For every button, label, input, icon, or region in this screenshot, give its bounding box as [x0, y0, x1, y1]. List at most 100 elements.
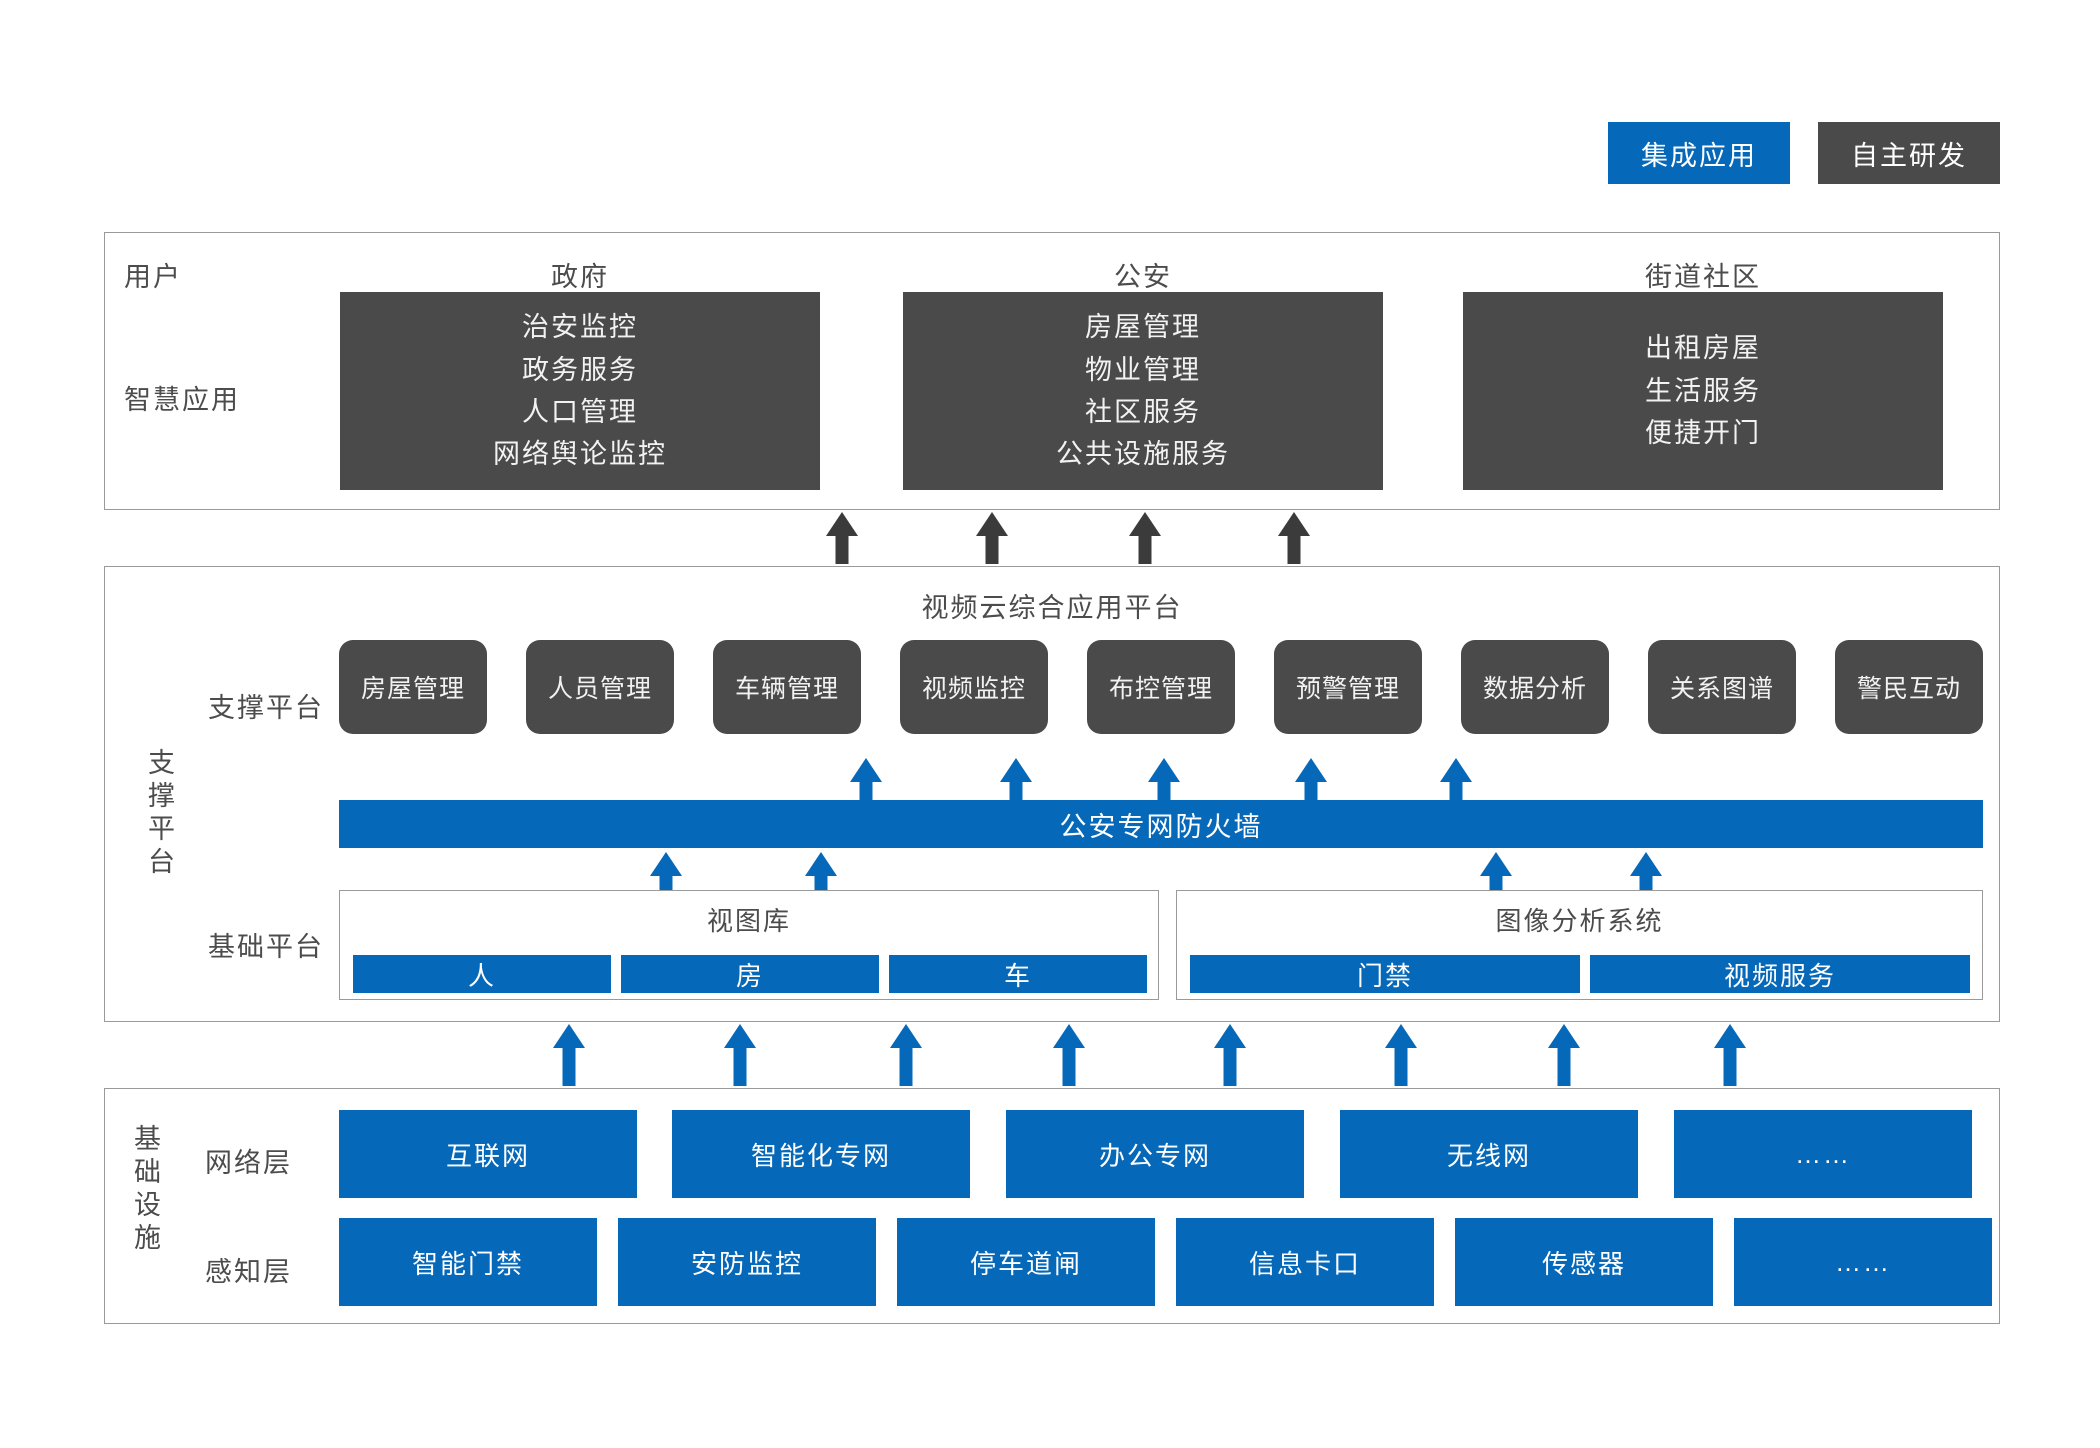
arrow-head-icon — [890, 1024, 922, 1048]
sense-item-5[interactable]: …… — [1734, 1218, 1992, 1306]
legend-integrated-app: 集成应用 — [1608, 122, 1790, 184]
network-item-4[interactable]: …… — [1674, 1110, 1972, 1198]
platform-module-1[interactable]: 人员管理 — [526, 640, 674, 734]
view-library-item-label-0: 人 — [467, 960, 496, 991]
platform-module-5[interactable]: 预警管理 — [1274, 640, 1422, 734]
network-item-1[interactable]: 智能化专网 — [672, 1110, 970, 1198]
platform-module-8[interactable]: 警民互动 — [1835, 640, 1983, 734]
sense-item-4[interactable]: 传感器 — [1455, 1218, 1713, 1306]
platform-module-label-6: 数据分析 — [1482, 675, 1587, 703]
arrow-head-icon — [1000, 758, 1032, 782]
arrow-head-icon — [650, 852, 682, 876]
app-item-government-1: 政务服务 — [522, 354, 638, 385]
row-label-support-platform: 支撑平台 — [208, 693, 324, 723]
firewall-bar[interactable]: 公安专网防火墙 — [339, 800, 1983, 848]
sense-item-label-0: 智能门禁 — [411, 1248, 524, 1279]
arrow-platform-to-app-3 — [1129, 512, 1161, 564]
arrow-shaft — [1062, 1046, 1076, 1086]
row-label-base-platform: 基础平台 — [208, 932, 324, 962]
view-library-item-0[interactable]: 人 — [353, 955, 611, 993]
arrow-shaft — [1723, 1046, 1737, 1086]
platform-module-label-2: 车辆管理 — [734, 675, 839, 703]
arrow-platform-to-app-4 — [1278, 512, 1310, 564]
view-library-item-1[interactable]: 房 — [621, 955, 879, 993]
arrow-infra-to-platform-4 — [1053, 1024, 1085, 1086]
side-label-infrastructure: 基础设施 — [130, 1124, 160, 1256]
app-box-community[interactable]: 出租房屋 生活服务 便捷开门 — [1463, 292, 1943, 490]
app-item-community-2: 便捷开门 — [1645, 418, 1761, 449]
app-item-community-1: 生活服务 — [1645, 375, 1761, 406]
arrow-head-icon — [1440, 758, 1472, 782]
arrow-shaft — [835, 534, 849, 564]
row-label-network-layer: 网络层 — [205, 1148, 292, 1178]
app-box-government[interactable]: 治安监控 政务服务 人口管理 网络舆论监控 — [340, 292, 820, 490]
image-analysis-item-1[interactable]: 视频服务 — [1590, 955, 1970, 993]
side-label-support-platform: 支撑平台 — [144, 748, 174, 880]
network-item-label-2: 办公专网 — [1098, 1140, 1211, 1171]
app-item-government-0: 治安监控 — [522, 312, 638, 343]
network-item-3[interactable]: 无线网 — [1340, 1110, 1638, 1198]
app-item-community-0: 出租房屋 — [1645, 333, 1761, 364]
arrow-head-icon — [805, 852, 837, 876]
arrow-infra-to-platform-6 — [1385, 1024, 1417, 1086]
arrow-head-icon — [724, 1024, 756, 1048]
sense-item-3[interactable]: 信息卡口 — [1176, 1218, 1434, 1306]
platform-module-label-8: 警民互动 — [1856, 675, 1961, 703]
arrow-infra-to-platform-2 — [724, 1024, 756, 1086]
network-item-label-0: 互联网 — [445, 1140, 530, 1171]
arrow-shaft — [899, 1046, 913, 1086]
arrow-shaft — [1557, 1046, 1571, 1086]
sense-item-2[interactable]: 停车道闸 — [897, 1218, 1155, 1306]
legend-self-developed-label: 自主研发 — [1851, 140, 1967, 171]
row-label-smart-app: 智慧应用 — [124, 385, 240, 415]
app-column-title-community: 街道社区 — [1645, 262, 1761, 292]
image-analysis-item-0[interactable]: 门禁 — [1190, 955, 1580, 993]
platform-module-3[interactable]: 视频监控 — [900, 640, 1048, 734]
sense-item-label-3: 信息卡口 — [1248, 1248, 1361, 1279]
view-library-item-2[interactable]: 车 — [889, 955, 1147, 993]
app-item-government-3: 网络舆论监控 — [493, 439, 667, 470]
arrow-head-icon — [826, 512, 858, 536]
app-item-police-3: 公共设施服务 — [1056, 439, 1230, 470]
arrow-head-icon — [1129, 512, 1161, 536]
arrow-head-icon — [850, 758, 882, 782]
row-label-user: 用户 — [124, 262, 182, 292]
arrow-head-icon — [976, 512, 1008, 536]
network-item-label-4: …… — [1795, 1138, 1851, 1169]
arrow-head-icon — [1548, 1024, 1580, 1048]
image-analysis-item-label-1: 视频服务 — [1723, 960, 1836, 991]
app-column-title-government: 政府 — [551, 262, 609, 292]
arrow-firewall-to-module-5 — [1440, 758, 1472, 808]
platform-module-label-0: 房屋管理 — [360, 675, 465, 703]
platform-module-label-5: 预警管理 — [1295, 675, 1400, 703]
platform-module-label-7: 关系图谱 — [1669, 675, 1774, 703]
app-box-police[interactable]: 房屋管理 物业管理 社区服务 公共设施服务 — [903, 292, 1383, 490]
arrow-infra-to-platform-7 — [1548, 1024, 1580, 1086]
legend: 集成应用 自主研发 — [1608, 122, 2000, 184]
arrow-head-icon — [1295, 758, 1327, 782]
arrow-shaft — [1287, 534, 1301, 564]
network-item-label-1: 智能化专网 — [750, 1140, 891, 1171]
arrow-shaft — [1394, 1046, 1408, 1086]
arrow-firewall-to-module-3 — [1148, 758, 1180, 808]
network-item-2[interactable]: 办公专网 — [1006, 1110, 1304, 1198]
platform-module-2[interactable]: 车辆管理 — [713, 640, 861, 734]
sense-item-1[interactable]: 安防监控 — [618, 1218, 876, 1306]
arrow-shaft — [562, 1046, 576, 1086]
app-column-title-police: 公安 — [1114, 262, 1172, 292]
app-item-police-1: 物业管理 — [1085, 354, 1201, 385]
platform-module-0[interactable]: 房屋管理 — [339, 640, 487, 734]
arrow-shaft — [1223, 1046, 1237, 1086]
subpanel-title-view-library: 视图库 — [706, 906, 791, 936]
sense-item-label-2: 停车道闸 — [969, 1248, 1082, 1279]
network-item-0[interactable]: 互联网 — [339, 1110, 637, 1198]
sense-item-0[interactable]: 智能门禁 — [339, 1218, 597, 1306]
platform-module-6[interactable]: 数据分析 — [1461, 640, 1609, 734]
platform-module-label-1: 人员管理 — [547, 675, 652, 703]
platform-module-7[interactable]: 关系图谱 — [1648, 640, 1796, 734]
platform-module-4[interactable]: 布控管理 — [1087, 640, 1235, 734]
app-item-police-2: 社区服务 — [1085, 397, 1201, 427]
arrow-head-icon — [1714, 1024, 1746, 1048]
sense-item-label-1: 安防监控 — [690, 1248, 803, 1279]
